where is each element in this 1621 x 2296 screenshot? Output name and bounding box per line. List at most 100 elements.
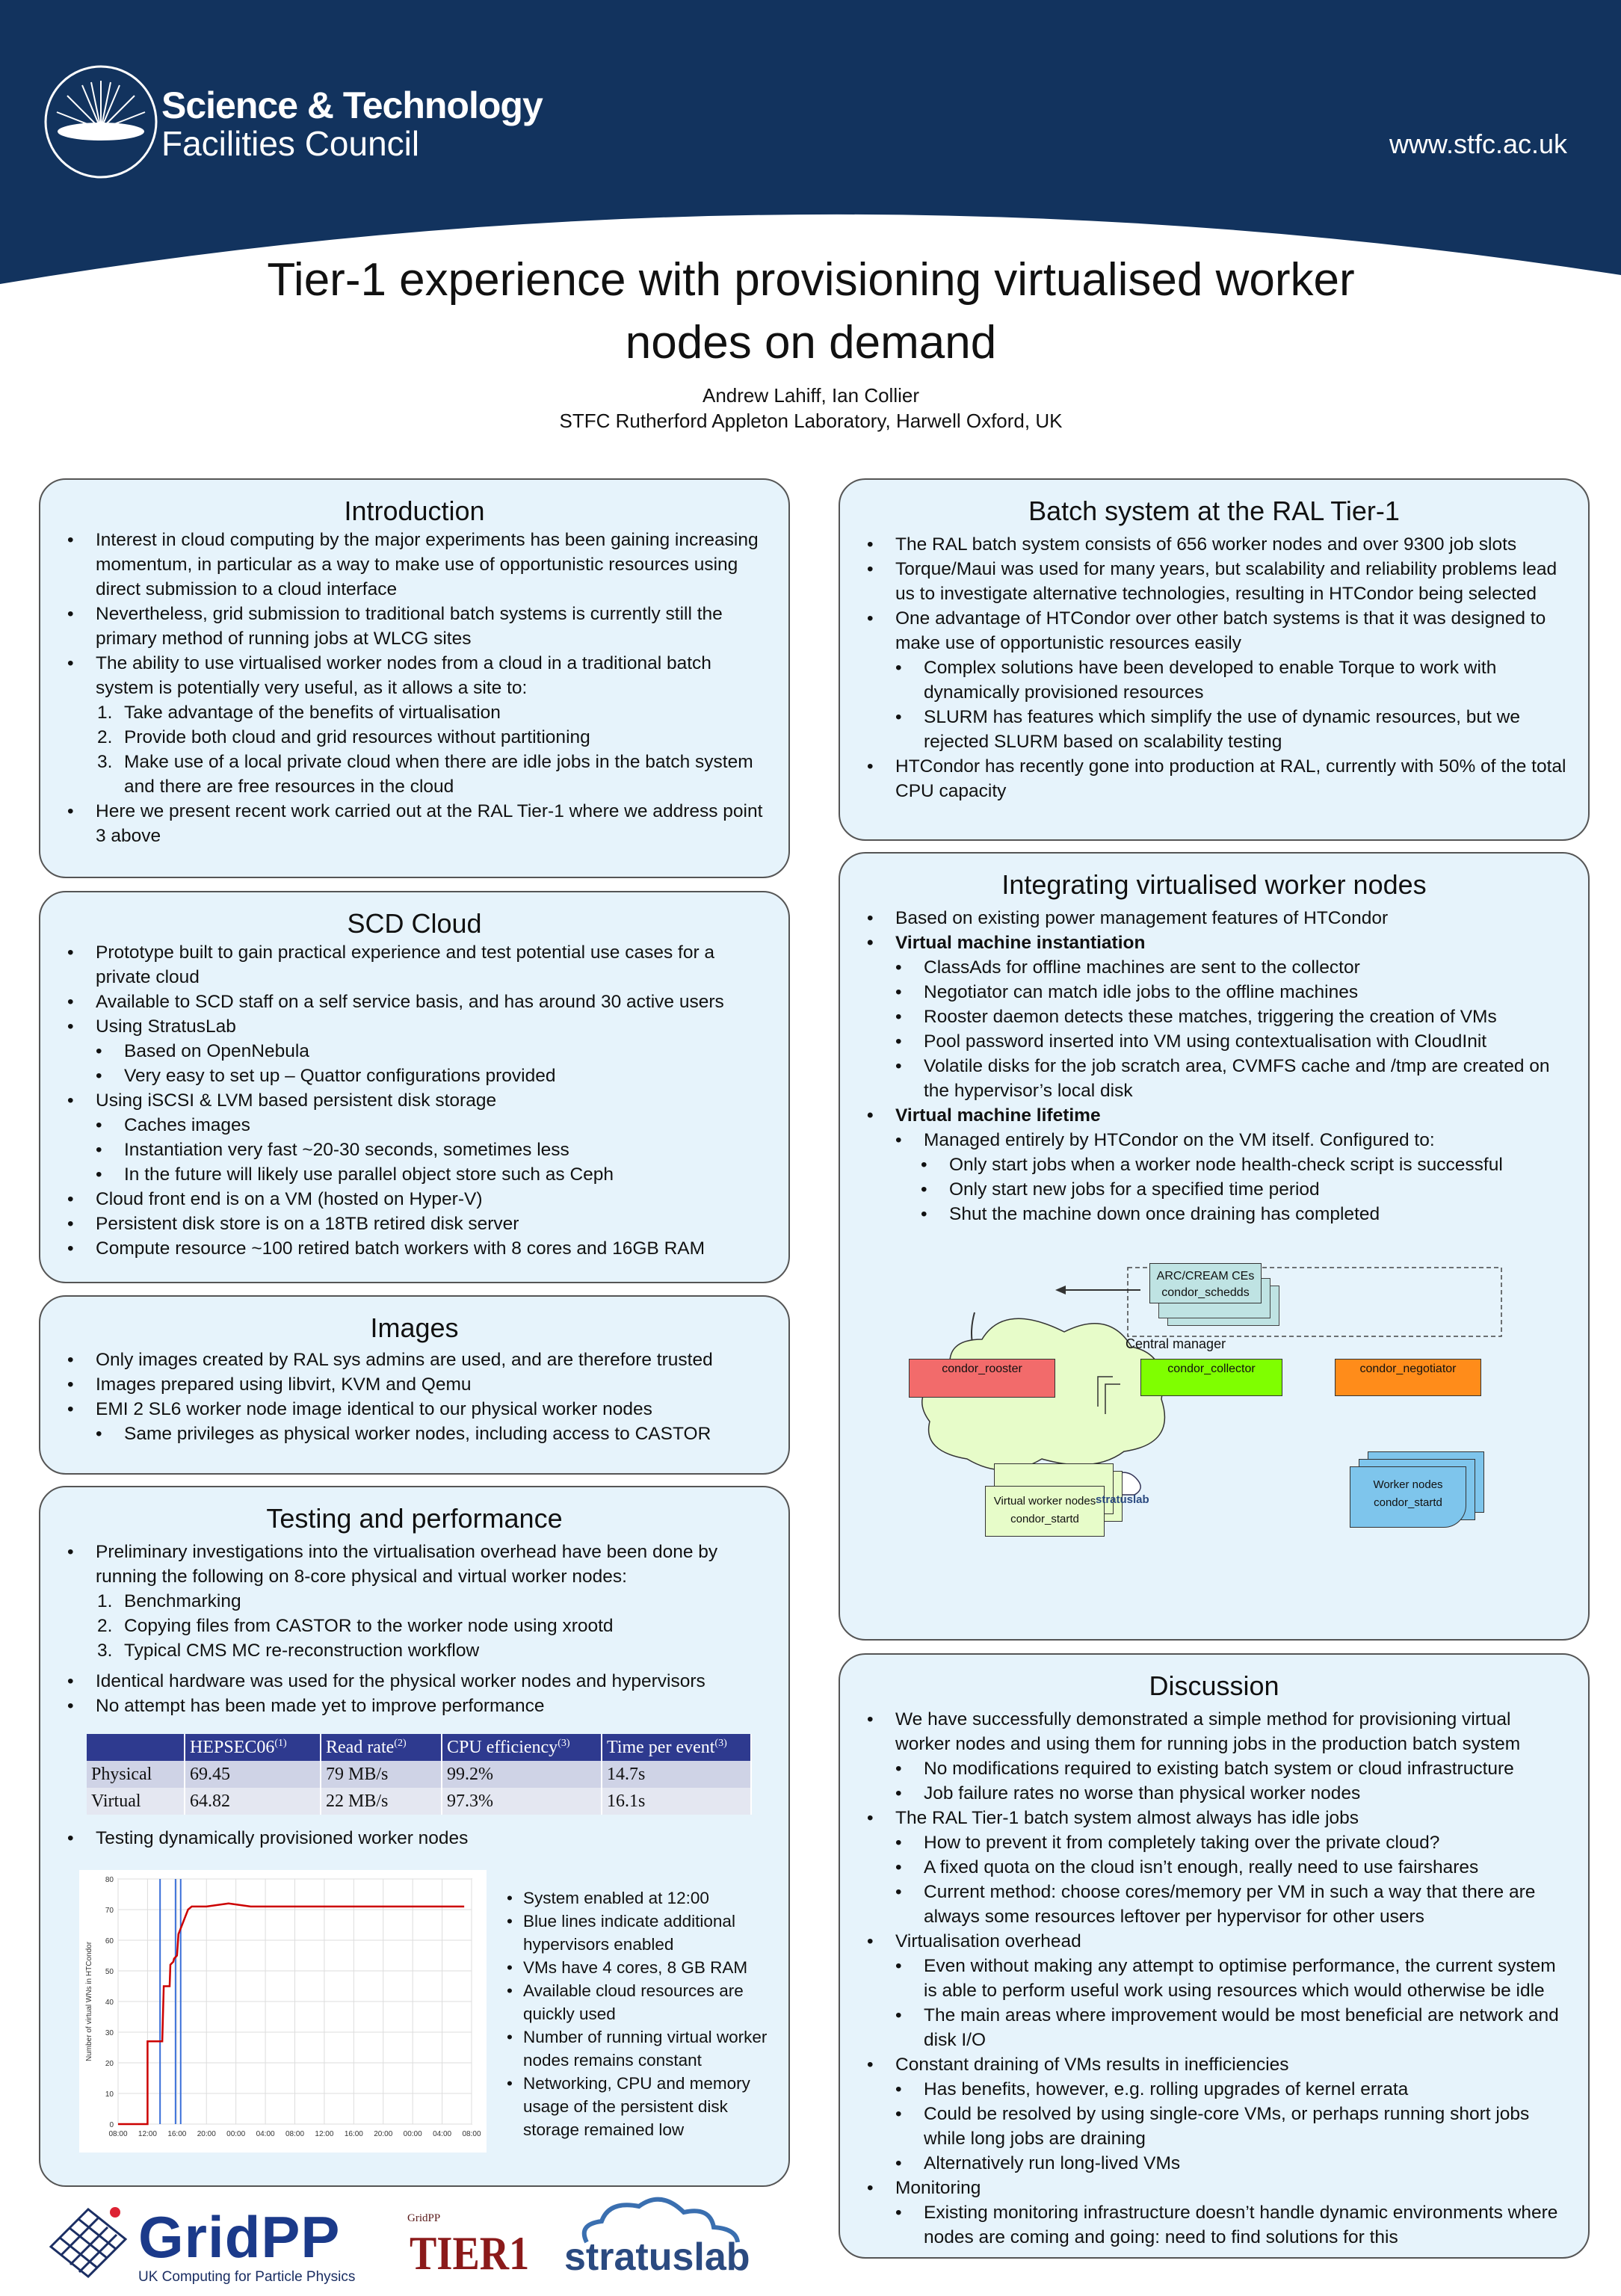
list-item: Images prepared using libvirt, KVM and Q… xyxy=(58,1372,771,1397)
table-cell: 79 MB/s xyxy=(321,1761,442,1788)
poster-title: Tier-1 experience with provisioning virt… xyxy=(149,249,1472,374)
introduction-panel: Introduction Interest in cloud computing… xyxy=(39,478,790,878)
batch-system-heading: Batch system at the RAL Tier-1 xyxy=(1028,496,1400,526)
x-tick-label: 00:00 xyxy=(226,2130,245,2138)
vm-count-series xyxy=(118,1902,465,2126)
table-header-row: HEPSEC06(1) Read rate(2) CPU efficiency(… xyxy=(87,1734,752,1761)
gridpp-grid-icon xyxy=(49,2207,128,2279)
list-item: Blue lines indicate additional hyperviso… xyxy=(498,1910,782,1956)
list-item: Compute resource ~100 retired batch work… xyxy=(58,1236,771,1261)
authors-block: Andrew Lahiff, Ian Collier STFC Rutherfo… xyxy=(149,383,1472,433)
discussion-panel: Discussion We have successfully demonstr… xyxy=(839,1653,1590,2259)
stratuslab-small-logo: stratuslab xyxy=(1096,1493,1149,1506)
list-item: Using iSCSI & LVM based persistent disk … xyxy=(58,1088,771,1113)
stfc-logo-icon xyxy=(44,65,158,179)
wn-label-1: Worker nodes xyxy=(1373,1478,1443,1491)
wn-label-2: condor_startd xyxy=(1374,1496,1442,1509)
list-item: Existing monitoring infrastructure doesn… xyxy=(858,2200,1570,2250)
y-tick-label: 20 xyxy=(105,2060,114,2068)
stratuslab-logo-text: stratuslab xyxy=(564,2235,750,2279)
table-row: Virtual 64.82 22 MB/s 97.3% 16.1s xyxy=(87,1788,752,1815)
list-item: Number of running virtual worker nodes r… xyxy=(498,2025,782,2072)
scd-cloud-list: Prototype built to gain practical experi… xyxy=(58,940,771,1261)
table-cell: 14.7s xyxy=(602,1761,752,1788)
x-tick-label: 04:00 xyxy=(433,2130,451,2138)
rooster-box: condor_rooster xyxy=(909,1359,1055,1398)
list-item: Only images created by RAL sys admins ar… xyxy=(58,1348,771,1372)
list-item: Make use of a local private cloud when t… xyxy=(58,750,771,799)
ce-box: ARC/CREAM CEs condor_schedds xyxy=(1149,1263,1262,1303)
list-item: Shut the machine down once draining has … xyxy=(858,1202,1570,1226)
list-item: We have successfully demonstrated a simp… xyxy=(858,1707,1570,1756)
list-item: In the future will likely use parallel o… xyxy=(58,1162,771,1187)
vwn-label-1: Virtual worker nodes xyxy=(993,1495,1096,1507)
list-item: Virtual machine instantiation xyxy=(858,931,1570,955)
list-item: Persistent disk store is on a 18TB retir… xyxy=(58,1212,771,1236)
stratuslab-cloud-icon xyxy=(581,2197,740,2244)
title-line2: nodes on demand xyxy=(625,317,997,368)
central-manager-label: Central manager xyxy=(1126,1336,1226,1351)
y-tick-label: 60 xyxy=(105,1937,114,1945)
table-cell: 99.2% xyxy=(442,1761,602,1788)
list-item: Negotiator can match idle jobs to the of… xyxy=(858,980,1570,1004)
x-tick-label: 00:00 xyxy=(404,2130,422,2138)
list-item: ClassAds for offline machines are sent t… xyxy=(858,955,1570,980)
list-item: Virtual machine lifetime xyxy=(858,1103,1570,1128)
x-tick-label: 20:00 xyxy=(374,2130,392,2138)
table-cell: 69.45 xyxy=(185,1761,321,1788)
list-item: Take advantage of the benefits of virtua… xyxy=(58,700,771,725)
list-item: Managed entirely by HTCondor on the VM i… xyxy=(858,1128,1570,1152)
table-row: Physical 69.45 79 MB/s 99.2% 14.7s xyxy=(87,1761,752,1788)
title-line1: Tier-1 experience with provisioning virt… xyxy=(267,254,1355,306)
list-item: Based on OpenNebula xyxy=(58,1039,771,1064)
list-item: Virtualisation overhead xyxy=(858,1929,1570,1954)
list-item: Job failure rates no worse than physical… xyxy=(858,1781,1570,1806)
list-item: Available to SCD staff on a self service… xyxy=(58,990,771,1014)
batch-system-panel: Batch system at the RAL Tier-1 The RAL b… xyxy=(839,478,1590,841)
table-cell: 16.1s xyxy=(602,1788,752,1815)
list-item: Pool password inserted into VM using con… xyxy=(858,1029,1570,1054)
table-header: CPU efficiency(3) xyxy=(442,1734,602,1761)
list-item: The main areas where improvement would b… xyxy=(858,2003,1570,2052)
gridpp-subtitle: UK Computing for Particle Physics xyxy=(138,2269,356,2285)
diagram-lines xyxy=(921,1267,1502,1496)
integrating-list: Based on existing power management featu… xyxy=(858,906,1570,1226)
y-tick-label: 80 xyxy=(105,1876,114,1884)
ce-label-2: condor_schedds xyxy=(1161,1286,1250,1299)
chart-notes: System enabled at 12:00 Blue lines indic… xyxy=(498,1886,782,2141)
list-item: Here we present recent work carried out … xyxy=(58,799,771,848)
list-item: Provide both cloud and grid resources wi… xyxy=(58,725,771,750)
list-item: Testing dynamically provisioned worker n… xyxy=(58,1826,771,1851)
list-item: Same privileges as physical worker nodes… xyxy=(58,1422,771,1446)
discussion-heading: Discussion xyxy=(1149,1670,1279,1701)
x-tick-label: 16:00 xyxy=(345,2130,363,2138)
testing-list: Preliminary investigations into the virt… xyxy=(58,1540,771,1718)
images-list: Only images created by RAL sys admins ar… xyxy=(58,1348,771,1446)
list-item: Current method: choose cores/memory per … xyxy=(858,1880,1570,1929)
list-item: The RAL Tier-1 batch system almost alway… xyxy=(858,1806,1570,1830)
y-tick-label: 50 xyxy=(105,1968,114,1976)
integrating-heading: Integrating virtualised worker nodes xyxy=(1001,869,1427,900)
tier1-small-text: GridPP xyxy=(407,2212,441,2224)
list-item: Nevertheless, grid submission to traditi… xyxy=(58,602,771,651)
list-item: Available cloud resources are quickly us… xyxy=(498,1979,782,2025)
list-item: A fixed quota on the cloud isn’t enough,… xyxy=(858,1855,1570,1880)
y-axis-label: Number of virtual WNs in HTCondor xyxy=(85,1941,93,2061)
list-item: Alternatively run long-lived VMs xyxy=(858,2151,1570,2176)
wn-box: Worker nodes condor_startd xyxy=(1350,1466,1466,1528)
images-heading: Images xyxy=(370,1312,459,1343)
list-item: Instantiation very fast ~20-30 seconds, … xyxy=(58,1138,771,1162)
testing-list-2: Testing dynamically provisioned worker n… xyxy=(58,1826,771,1851)
list-item: System enabled at 12:00 xyxy=(498,1886,782,1910)
y-tick-label: 40 xyxy=(105,1999,114,2007)
list-item: One advantage of HTCondor over other bat… xyxy=(858,606,1570,655)
list-item: Cloud front end is on a VM (hosted on Hy… xyxy=(58,1187,771,1212)
table-header: HEPSEC06(1) xyxy=(185,1734,321,1761)
scd-cloud-panel: SCD Cloud Prototype built to gain practi… xyxy=(39,891,790,1283)
y-tick-label: 0 xyxy=(109,2121,114,2129)
authors: Andrew Lahiff, Ian Collier xyxy=(702,384,919,407)
negotiator-box: condor_negotiator xyxy=(1335,1359,1481,1396)
list-item: Benchmarking xyxy=(58,1589,771,1614)
table-cell: 64.82 xyxy=(185,1788,321,1815)
affiliation: STFC Rutherford Appleton Laboratory, Har… xyxy=(559,410,1063,432)
